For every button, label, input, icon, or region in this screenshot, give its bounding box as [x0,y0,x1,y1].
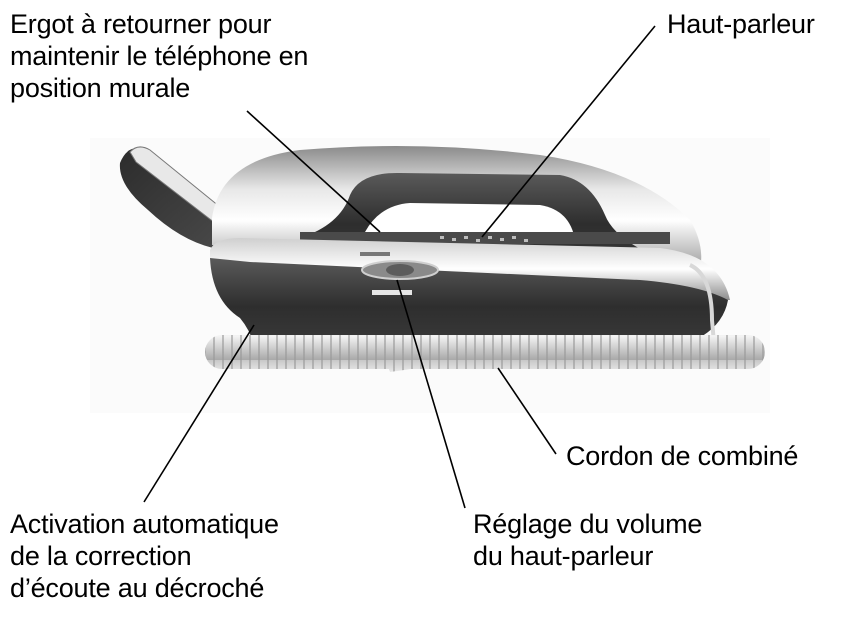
leader-lines [143,25,656,509]
label-ergot-line-1: Ergot à retourner pour [10,9,272,39]
label-ergot: Ergot à retourner pour maintenir le télé… [10,8,308,104]
label-reglage-line-2: du haut-parleur [473,541,654,571]
label-ergot-line-2: maintenir le téléphone en [10,41,309,71]
label-activation-line-1: Activation automatique [10,509,279,539]
label-ergot-line-3: position murale [10,73,191,103]
speaker-grille [440,236,528,242]
handset-opening [365,203,575,240]
indicator-slot [372,290,412,295]
leader-line-haut-parleur [481,25,656,238]
label-reglage: Réglage du volume du haut-parleur [473,508,702,572]
base-silver-band [210,238,730,300]
handset-cord-front [205,335,765,369]
label-activation: Activation automatique de la correction … [10,508,279,604]
leader-line-ergot [246,110,381,233]
label-cordon: Cordon de combiné [566,440,798,472]
leader-line-reglage [396,279,466,509]
label-activation-line-2: de la correction [10,541,192,571]
top-band [300,232,670,244]
brand-mark [360,252,390,256]
label-haut-parleur-line-1: Haut-parleur [667,9,815,39]
cord-side-loop [689,263,717,356]
label-haut-parleur: Haut-parleur [667,8,815,40]
label-reglage-line-1: Réglage du volume [473,509,703,539]
leader-line-cordon [497,367,557,455]
label-activation-line-3: d’écoute au décroché [10,573,265,603]
leader-line-activation [143,324,255,503]
base-body [210,258,728,355]
volume-knob [386,264,414,276]
label-cordon-line-1: Cordon de combiné [566,441,799,471]
